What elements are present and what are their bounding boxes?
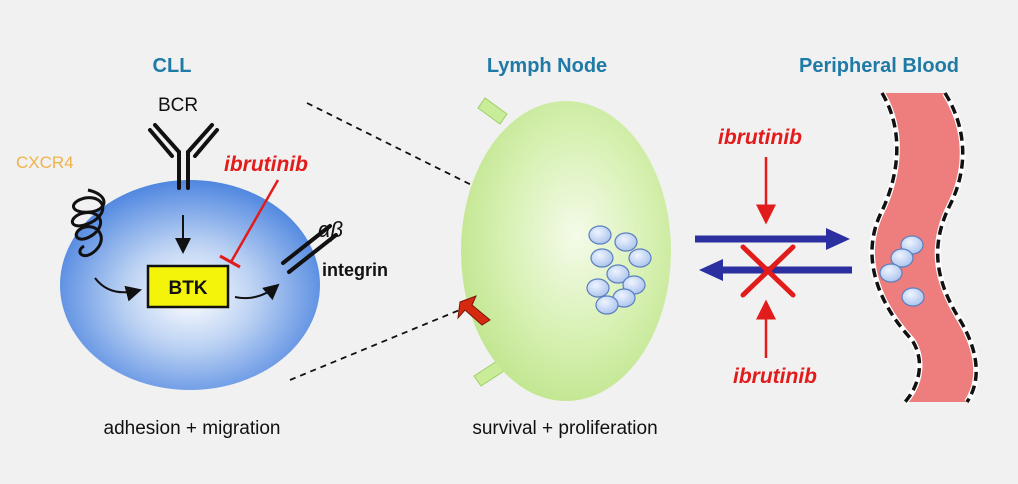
lymphocyte-cluster-node <box>586 225 652 315</box>
bcr-label: BCR <box>158 95 198 116</box>
btk-to-integrin-arrow <box>234 283 280 301</box>
egress-arrow <box>695 228 850 250</box>
blood-vessel <box>868 91 980 404</box>
btk-box: BTK <box>146 264 230 309</box>
integrin-label: integrin <box>322 260 388 280</box>
homing-arrow <box>699 259 852 281</box>
lymph-node <box>461 97 671 401</box>
block-cross <box>740 244 796 298</box>
integrin-receptor <box>281 224 338 274</box>
ibrutinib-label-top: ibrutinib <box>718 126 802 149</box>
cxcr4-to-btk-arrow <box>94 277 142 302</box>
cxcr4-label: CXCR4 <box>16 153 74 172</box>
bcr-receptor <box>148 123 219 190</box>
ibrutinib-inhibition-line <box>229 179 280 263</box>
lymphocyte-cluster-blood <box>879 235 925 307</box>
heading-peripheral-blood: Peripheral Blood <box>799 55 959 77</box>
ibrutinib-label-cell: ibrutinib <box>224 153 308 176</box>
node-entry-arrow <box>457 295 491 326</box>
caption-cll: adhesion + migration <box>104 418 281 439</box>
caption-lymph-node: survival + proliferation <box>472 418 657 439</box>
cxcr4-receptor <box>70 188 106 258</box>
ibrutinib-label-bottom: ibrutinib <box>733 365 817 388</box>
heading-lymph-node: Lymph Node <box>487 55 607 77</box>
integrin-symbol: αβ <box>318 217 344 242</box>
btk-label: BTK <box>168 278 207 299</box>
ibrutinib-inhibition-bar <box>219 254 241 269</box>
heading-cll: CLL <box>153 55 192 77</box>
